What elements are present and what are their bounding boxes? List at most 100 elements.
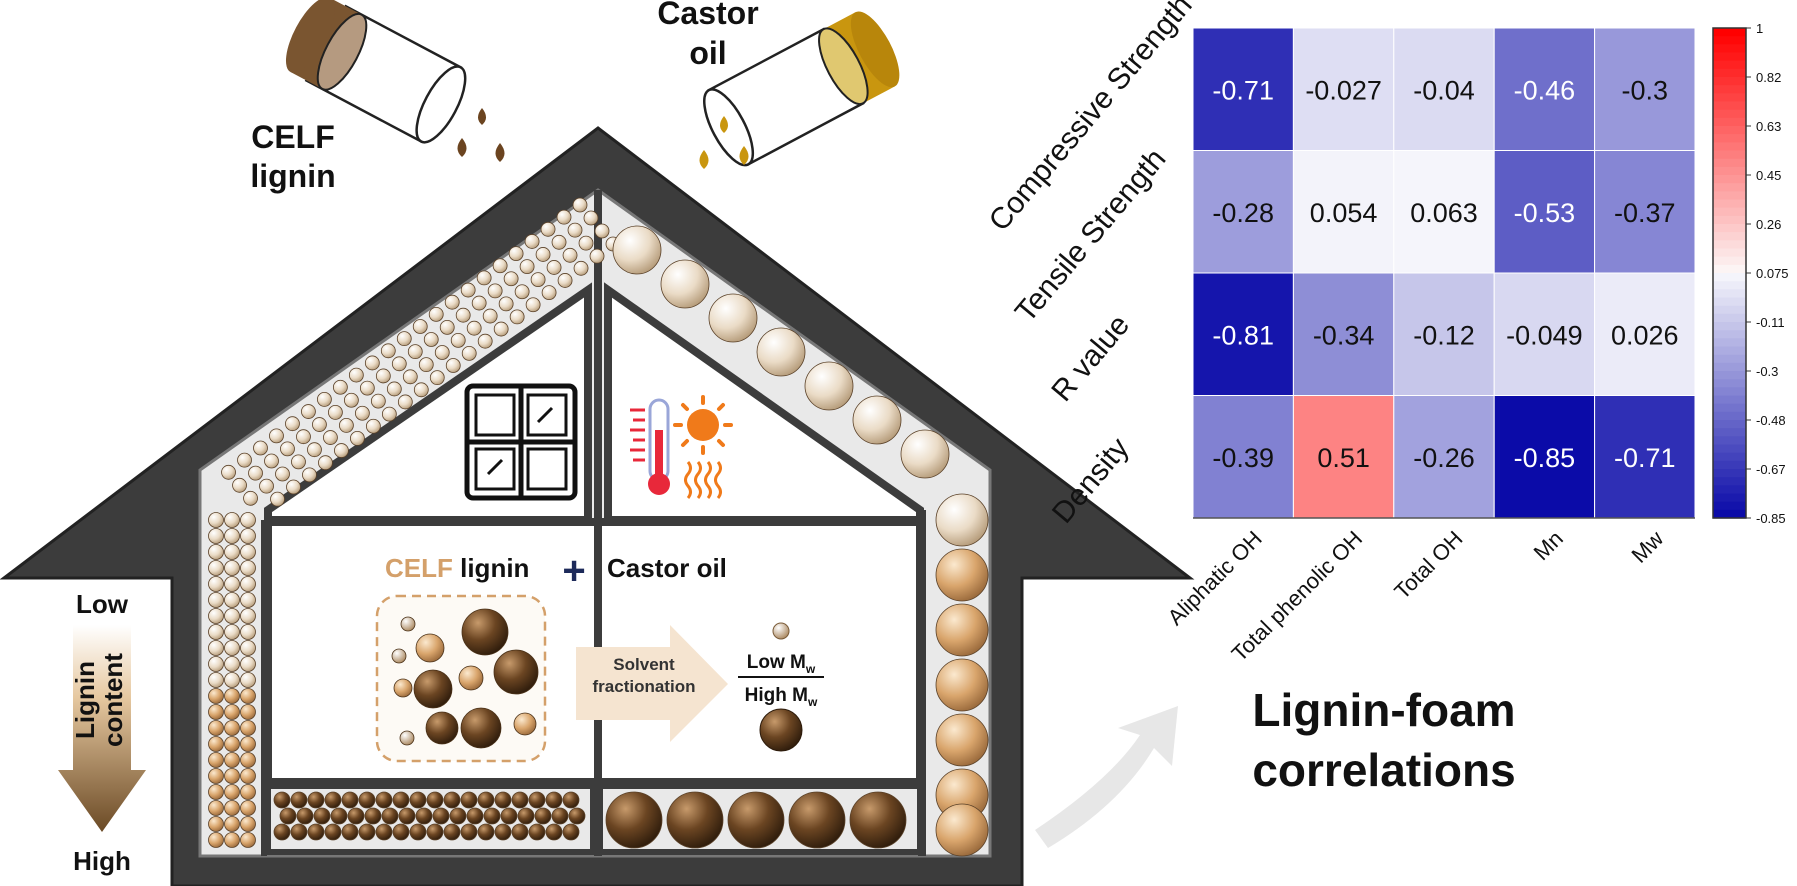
window-icon [464, 383, 578, 501]
small-sphere [237, 452, 252, 468]
mixed-particles [391, 608, 539, 749]
heatmap-cell [1594, 150, 1696, 274]
small-sphere [534, 807, 552, 825]
small-sphere [224, 560, 240, 576]
colorbar-tick-label: 0.63 [1756, 119, 1781, 134]
small-sphere [514, 284, 530, 300]
small-sphere [364, 807, 382, 825]
small-sphere [307, 823, 325, 841]
small-sphere [562, 791, 580, 809]
small-sphere [240, 768, 256, 784]
correlations-title-line2: correlations [1252, 744, 1515, 796]
small-sphere [240, 816, 256, 832]
colorbar-segment [1713, 126, 1746, 135]
heatmap-cell [1192, 150, 1294, 274]
small-sphere [307, 791, 325, 809]
small-sphere [432, 807, 450, 825]
small-sphere [240, 576, 256, 592]
colorbar-segment [1713, 403, 1746, 413]
small-sphere [380, 343, 396, 359]
row-label: Compressive Strength [983, 0, 1199, 237]
small-sphere [224, 784, 240, 800]
small-sphere [541, 285, 557, 301]
small-sphere [409, 823, 427, 841]
heatmap-cell [1493, 395, 1596, 519]
colorbar-segment [1713, 428, 1746, 437]
colorbar-tick-label: -0.48 [1756, 413, 1786, 428]
small-sphere [240, 784, 256, 800]
colorbar-segment [1713, 469, 1746, 478]
small-sphere [224, 592, 240, 608]
large-sphere [804, 361, 854, 411]
heatmap-cell [1493, 272, 1596, 396]
small-sphere [273, 823, 291, 841]
arrow-label-line1: Solvent [613, 655, 675, 674]
small-sphere [461, 345, 477, 361]
small-sphere [375, 368, 391, 384]
colorbar-segment [1713, 477, 1746, 486]
small-sphere [578, 235, 594, 251]
insulation-spheres [208, 197, 989, 857]
column-label: Total OH [1389, 526, 1467, 604]
small-sphere [208, 784, 224, 800]
small-sphere [259, 478, 274, 494]
small-sphere [208, 528, 224, 544]
small-sphere [511, 791, 529, 809]
small-sphere [375, 791, 393, 809]
small-sphere [358, 823, 376, 841]
colorbar-segment [1713, 354, 1746, 364]
small-sphere [224, 752, 240, 768]
small-sphere [208, 576, 224, 592]
colorbar-tick-label: 0.45 [1756, 168, 1781, 183]
heatmap-value-label: 0.026 [1611, 320, 1679, 350]
small-sphere [240, 512, 256, 528]
small-sphere [429, 370, 445, 386]
colorbar-tick-label: -0.67 [1756, 462, 1786, 477]
small-sphere [525, 297, 541, 313]
small-sphere [224, 816, 240, 832]
colorbar-segment [1713, 420, 1746, 429]
lignin-word: lignin [453, 553, 530, 583]
small-sphere [208, 752, 224, 768]
small-sphere [313, 807, 331, 825]
colorbar: 10.820.630.450.260.075-0.11-0.3-0.48-0.6… [1712, 21, 1789, 526]
small-sphere [240, 608, 256, 624]
colorbar-segment [1713, 346, 1746, 356]
colorbar-segment [1713, 207, 1746, 217]
small-sphere [208, 608, 224, 624]
column-label: Mw [1626, 526, 1668, 568]
small-sphere [546, 260, 562, 275]
large-sphere [935, 658, 989, 712]
small-sphere [275, 466, 290, 482]
small-sphere [391, 356, 407, 372]
colorbar-segment [1713, 322, 1746, 331]
colorbar-segment [1713, 77, 1746, 86]
mixture-particle [393, 678, 413, 698]
colorbar-segment [1713, 232, 1746, 241]
heatmap-value-label: -0.34 [1313, 320, 1375, 350]
small-sphere [291, 454, 306, 470]
small-sphere [208, 832, 224, 848]
small-sphere [302, 467, 317, 483]
large-sphere [849, 791, 907, 849]
heatmap-value-label: -0.12 [1413, 320, 1475, 350]
small-sphere [269, 428, 284, 444]
small-sphere [519, 259, 535, 275]
small-sphere [240, 528, 256, 544]
small-sphere [224, 768, 240, 784]
colorbar-segment [1713, 264, 1746, 274]
small-sphere [407, 344, 423, 360]
arrow-label-line2: fractionation [593, 677, 696, 696]
colorbar-segment [1713, 85, 1746, 94]
colorbar-segment [1713, 93, 1746, 103]
colorbar-segment [1713, 289, 1746, 299]
small-sphere [365, 418, 381, 434]
small-sphere [208, 672, 224, 688]
large-sphere [727, 791, 785, 849]
small-sphere [594, 223, 610, 239]
small-sphere [253, 440, 268, 456]
small-sphere [208, 720, 224, 736]
mixture-particle [458, 665, 484, 691]
mixture-particle [461, 608, 509, 656]
